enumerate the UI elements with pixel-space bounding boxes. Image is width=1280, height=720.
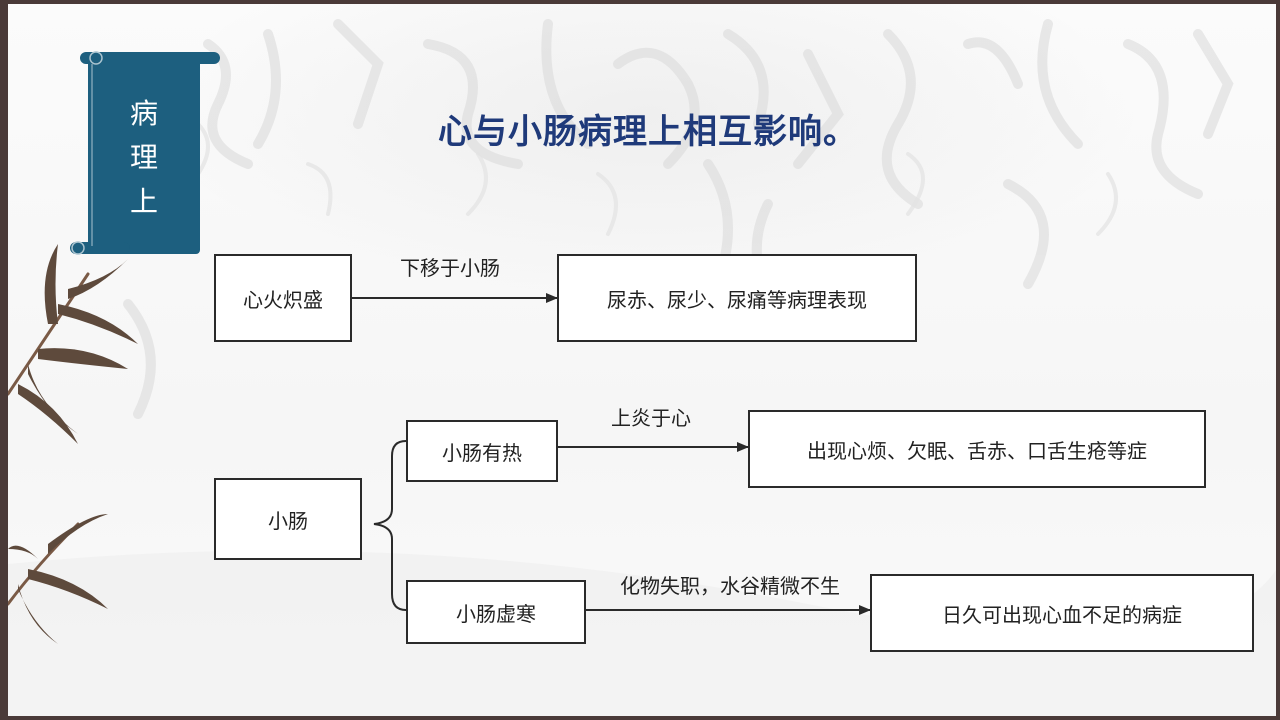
curly-brace [373,440,407,611]
node-si-heat: 小肠有热 [406,420,558,482]
node-heart-result: 出现心烦、欠眠、舌赤、口舌生疮等症 [748,410,1206,488]
node-blood-result: 日久可出现心血不足的病症 [870,574,1254,652]
tag-char-1: 病 [129,97,158,130]
diagram-connectors [352,293,871,615]
node-si-cold: 小肠虚寒 [406,580,586,644]
bamboo-decoration [8,244,138,644]
tag-char-2: 理 [129,141,158,174]
tag-label: 病 理 上 [96,92,192,224]
scroll-tag [70,51,220,255]
edge-label-transform-fail: 化物失职，水谷精微不生 [620,574,840,598]
edge-label-flame-up: 上炎于心 [611,406,691,430]
node-heart-fire: 心火炽盛 [214,254,352,342]
node-urine-result: 尿赤、尿少、尿痛等病理表现 [557,254,917,342]
tag-char-3: 上 [129,185,158,218]
slide-title: 心与小肠病理上相互影响。 [438,112,858,152]
edge-label-move-down: 下移于小肠 [400,256,500,280]
node-small-intestine: 小肠 [214,478,362,560]
